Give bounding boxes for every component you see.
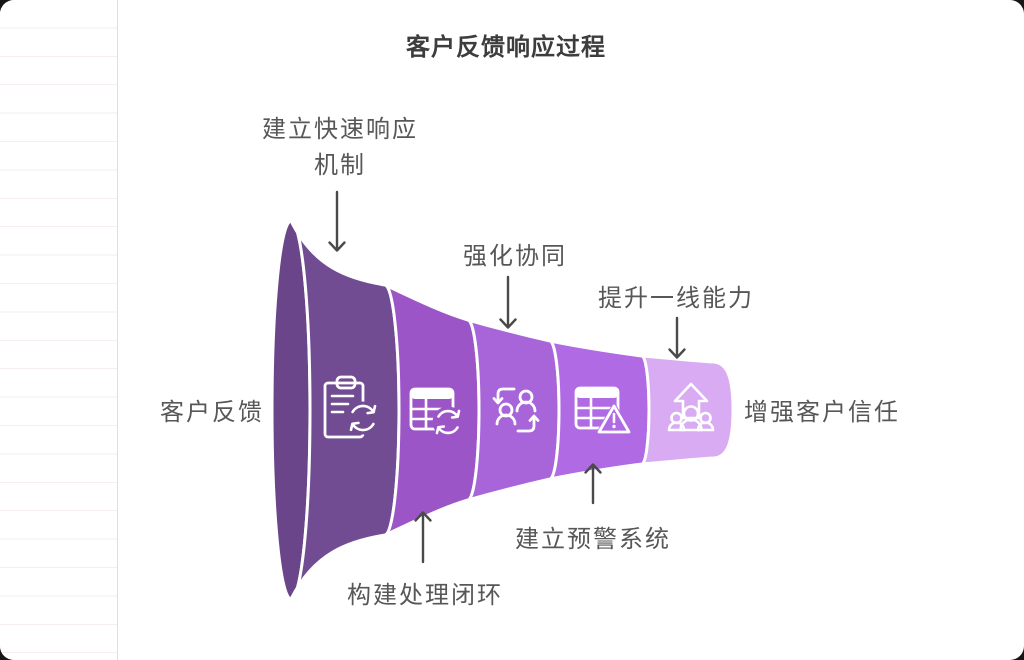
stage-label-early-warning: 建立预警系统 xyxy=(515,526,671,553)
stage-label-closed-loop: 构建处理闭环 xyxy=(347,582,503,609)
stage-label-collaboration: 强化协同 xyxy=(463,243,567,270)
funnel-stage-4 xyxy=(549,339,651,481)
stage-label-rapid-response: 建立快速响应机制 xyxy=(262,116,418,179)
stage-label-frontline: 提升一线能力 xyxy=(598,285,754,312)
arrow-down-icon-stage-5 xyxy=(668,316,686,359)
ruled-margin-background xyxy=(0,0,118,660)
arrow-up-icon-stage-2 xyxy=(414,511,432,564)
arrow-up-icon-stage-4 xyxy=(584,463,602,505)
arrow-down-icon-stage-3 xyxy=(499,275,517,329)
arrow-down-icon-stage-1 xyxy=(328,190,346,252)
funnel-output-label: 增强客户信任 xyxy=(744,399,900,426)
table-alert-icon xyxy=(574,386,633,435)
funnel-stage-3 xyxy=(467,318,561,502)
page-title: 客户反馈响应过程 xyxy=(406,34,606,61)
team-growth-icon xyxy=(667,382,715,432)
funnel-input-label: 客户反馈 xyxy=(160,399,264,426)
funnel-stage-5 xyxy=(641,354,735,466)
people-swap-icon xyxy=(492,387,540,433)
table-sync-icon xyxy=(409,387,464,438)
clipboard-sync-icon xyxy=(323,375,380,439)
